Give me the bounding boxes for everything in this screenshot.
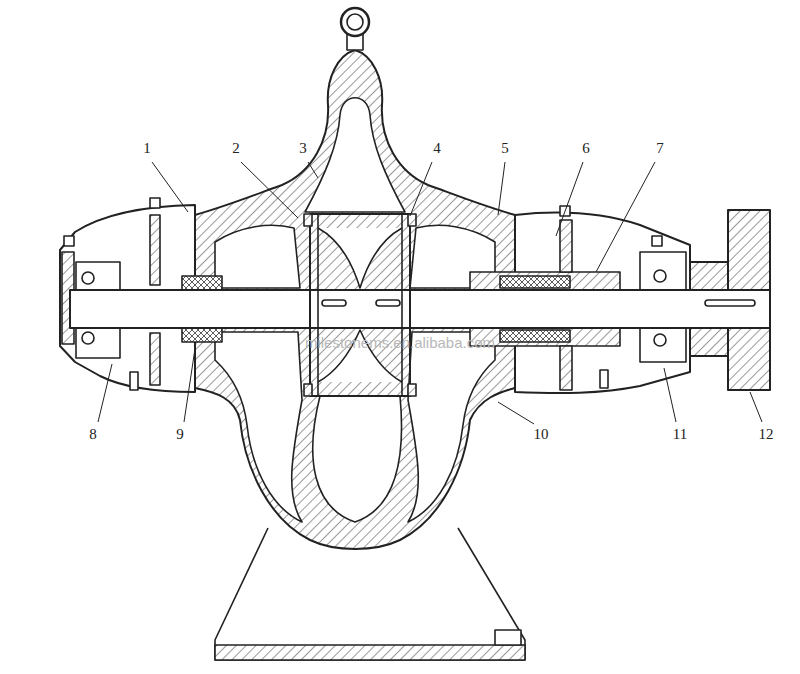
callout-number: 11 (673, 427, 687, 442)
watermark: milestonems.en.alibaba.com (305, 335, 495, 350)
housing-wall (150, 215, 160, 285)
housing-wall (560, 220, 572, 272)
callout-number: 10 (534, 427, 549, 442)
leader-lines (98, 162, 762, 424)
shaft-sleeve (182, 328, 222, 342)
callout-number: 8 (89, 427, 97, 442)
bolt (64, 236, 74, 246)
volute-channel (313, 396, 402, 522)
eye-bolt (341, 8, 369, 36)
callout-number: 12 (759, 427, 774, 442)
bolt (600, 370, 608, 388)
callout-number: 1 (143, 141, 151, 156)
housing-wall (560, 346, 572, 390)
callout-number: 7 (656, 141, 664, 156)
callout-number: 2 (232, 141, 240, 156)
shaft-sleeve (182, 276, 222, 290)
stuffing-box (470, 272, 620, 290)
pump-shaft (70, 290, 770, 328)
foot-base (215, 645, 525, 660)
impeller (304, 214, 416, 396)
callout-number: 9 (176, 427, 184, 442)
keyway (322, 300, 346, 306)
packing (500, 330, 570, 342)
keyway (705, 300, 755, 306)
suction-chamber (215, 225, 300, 288)
volute-channel (305, 98, 405, 212)
suction-chamber (215, 332, 302, 522)
callout-number: 4 (433, 141, 441, 156)
callout-number: 5 (501, 141, 509, 156)
keyway (376, 300, 400, 306)
bolt (150, 198, 160, 208)
packing (500, 276, 570, 288)
bolt (652, 236, 662, 246)
foot-slot (495, 630, 521, 645)
callout-number: 3 (299, 141, 307, 156)
bolt (130, 372, 138, 390)
suction-chamber (408, 332, 495, 522)
housing-wall (150, 333, 160, 385)
callout-number: 6 (582, 141, 590, 156)
